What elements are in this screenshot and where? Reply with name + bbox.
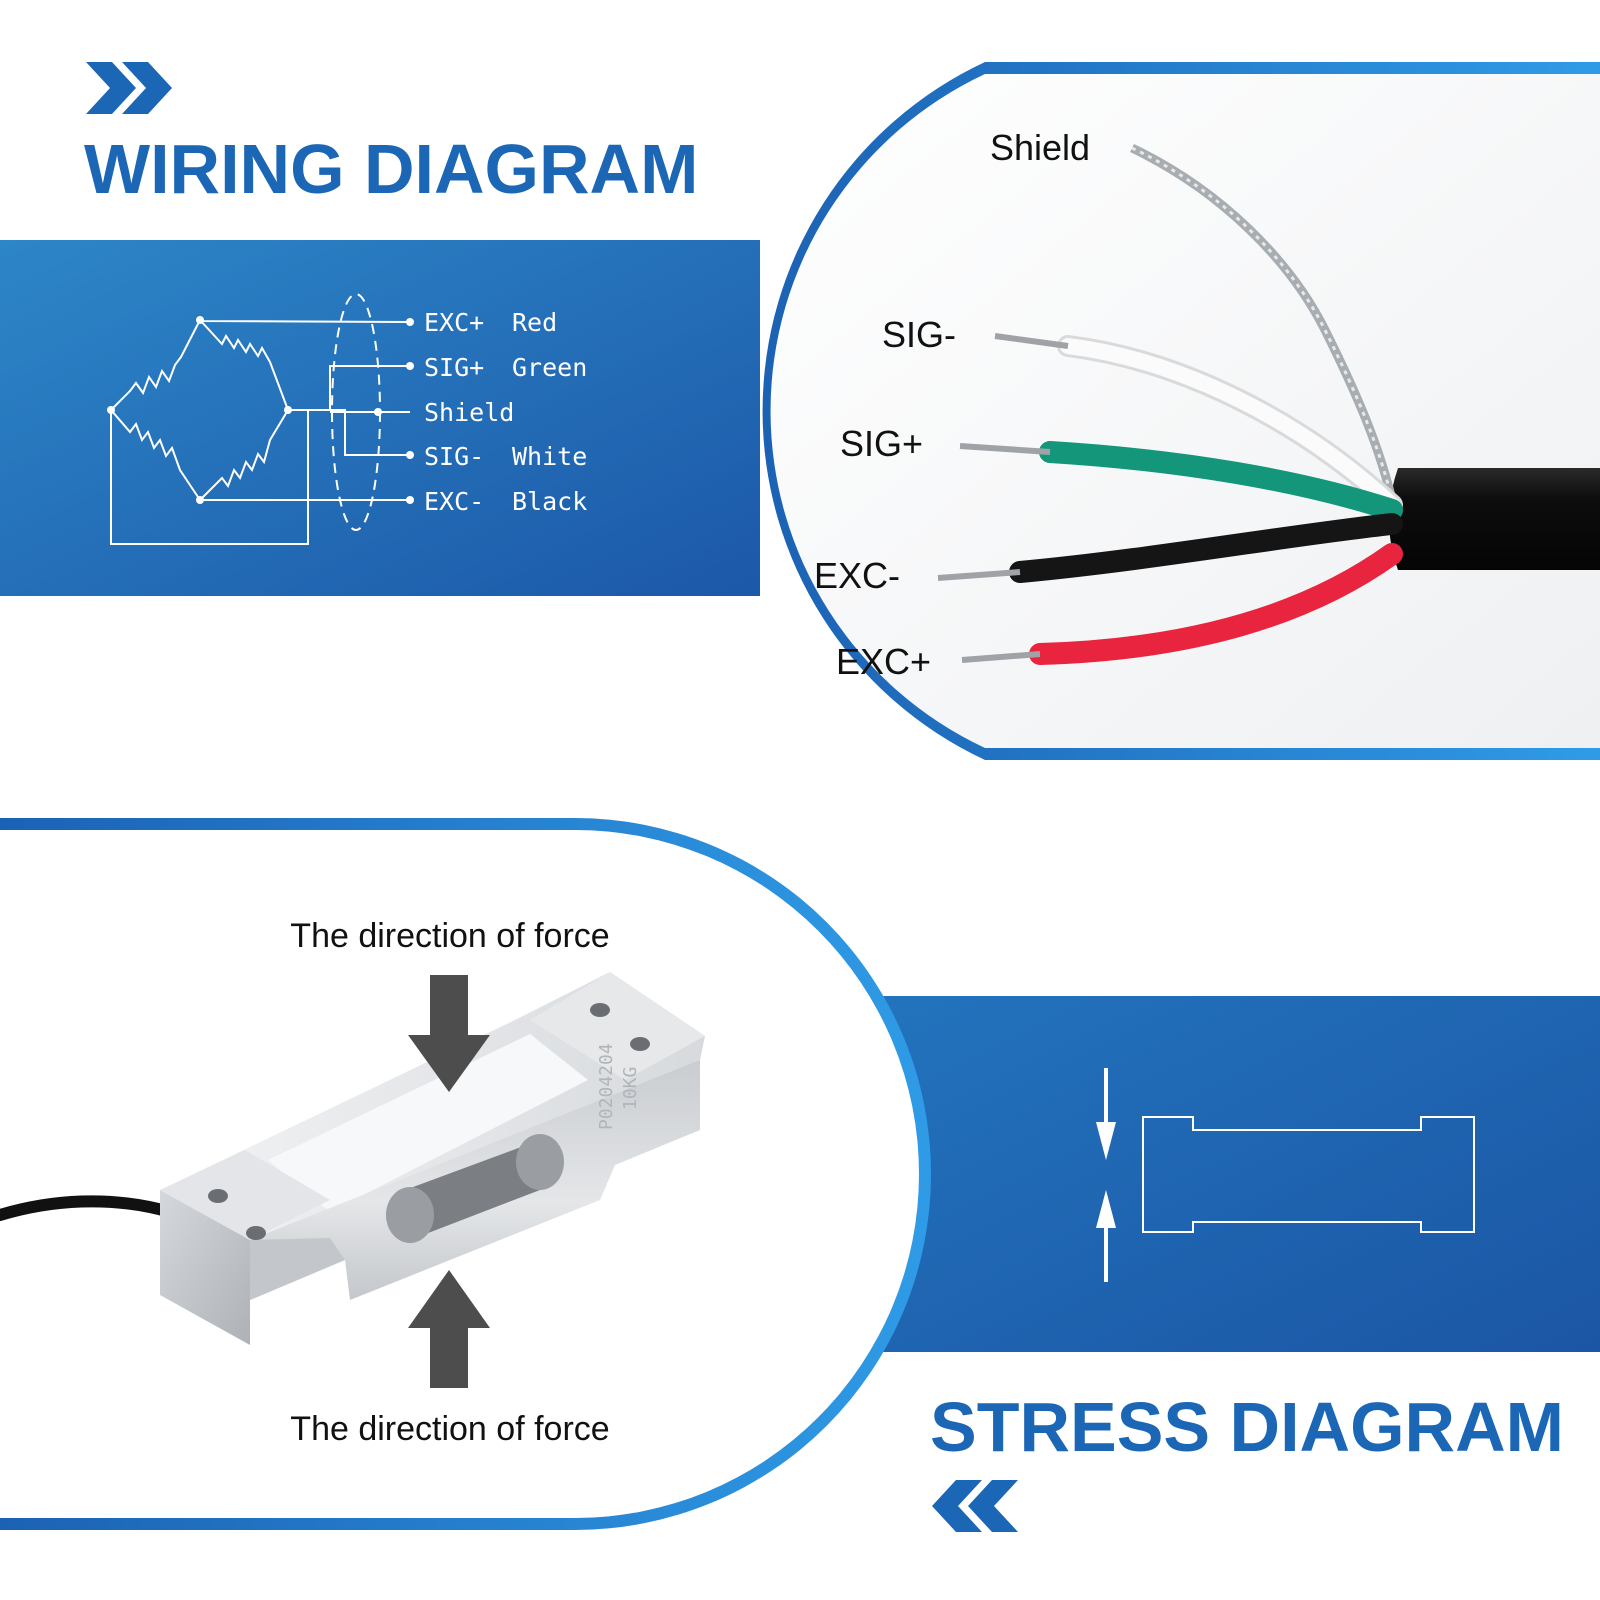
callout-exc-plus: EXC+ (836, 641, 931, 682)
force-label-bottom: The direction of force (290, 1410, 609, 1448)
load-cell-cable (0, 1195, 176, 1221)
bridge-label-exc-plus: EXC+ (424, 308, 484, 337)
wire-callouts: Shield SIG- SIG+ EXC- EXC+ (814, 127, 1090, 682)
cable-photo (937, 143, 1600, 665)
force-arrow-down-icon (408, 975, 490, 1092)
compression-arrows-icon (1096, 1068, 1116, 1282)
double-chevron-right-icon (86, 62, 172, 114)
bridge-label-shield: Shield (424, 398, 514, 427)
resistor-bottom-left (110, 409, 201, 501)
wire-black (1009, 513, 1403, 583)
bridge-label-exc-minus: EXC- (424, 487, 484, 516)
bridge-color-green: Green (512, 353, 587, 382)
wire-green (1039, 441, 1403, 521)
bridge-label-sig-plus: SIG+ (424, 353, 484, 382)
stress-schematic (1142, 1116, 1475, 1233)
cable-sheath (1389, 468, 1600, 570)
load-cell-photo: P0204204 10KG (0, 972, 705, 1345)
bridge-color-black: Black (512, 487, 587, 516)
callout-sig-minus: SIG- (882, 314, 956, 355)
callout-sig-plus: SIG+ (840, 423, 923, 464)
resistor-bottom-right (199, 409, 289, 501)
bridge-color-red: Red (512, 308, 557, 337)
engraving-capacity: 10KG (620, 1067, 641, 1110)
resistor-top-left (110, 319, 201, 411)
bridge-labels: EXC+ Red SIG+ Green Shield SIG- White EX… (424, 308, 587, 516)
engraving-serial: P0204204 (596, 1043, 617, 1130)
bridge-color-white: White (512, 442, 587, 471)
force-label-top: The direction of force (290, 917, 609, 955)
wiring-heading: WIRING DIAGRAM (84, 130, 698, 208)
callout-exc-minus: EXC- (814, 555, 900, 596)
callout-shield: Shield (990, 127, 1090, 168)
stress-heading: STRESS DIAGRAM (930, 1388, 1564, 1466)
stress-band (880, 996, 1600, 1352)
wiring-photo-area (770, 74, 1600, 748)
bridge-label-sig-minus: SIG- (424, 442, 484, 471)
force-arrow-up-icon (408, 1270, 490, 1388)
double-chevron-left-icon (932, 1480, 1018, 1532)
wire-red (1029, 543, 1403, 665)
resistor-top-right (199, 319, 289, 411)
bridge-nodes (107, 316, 414, 504)
